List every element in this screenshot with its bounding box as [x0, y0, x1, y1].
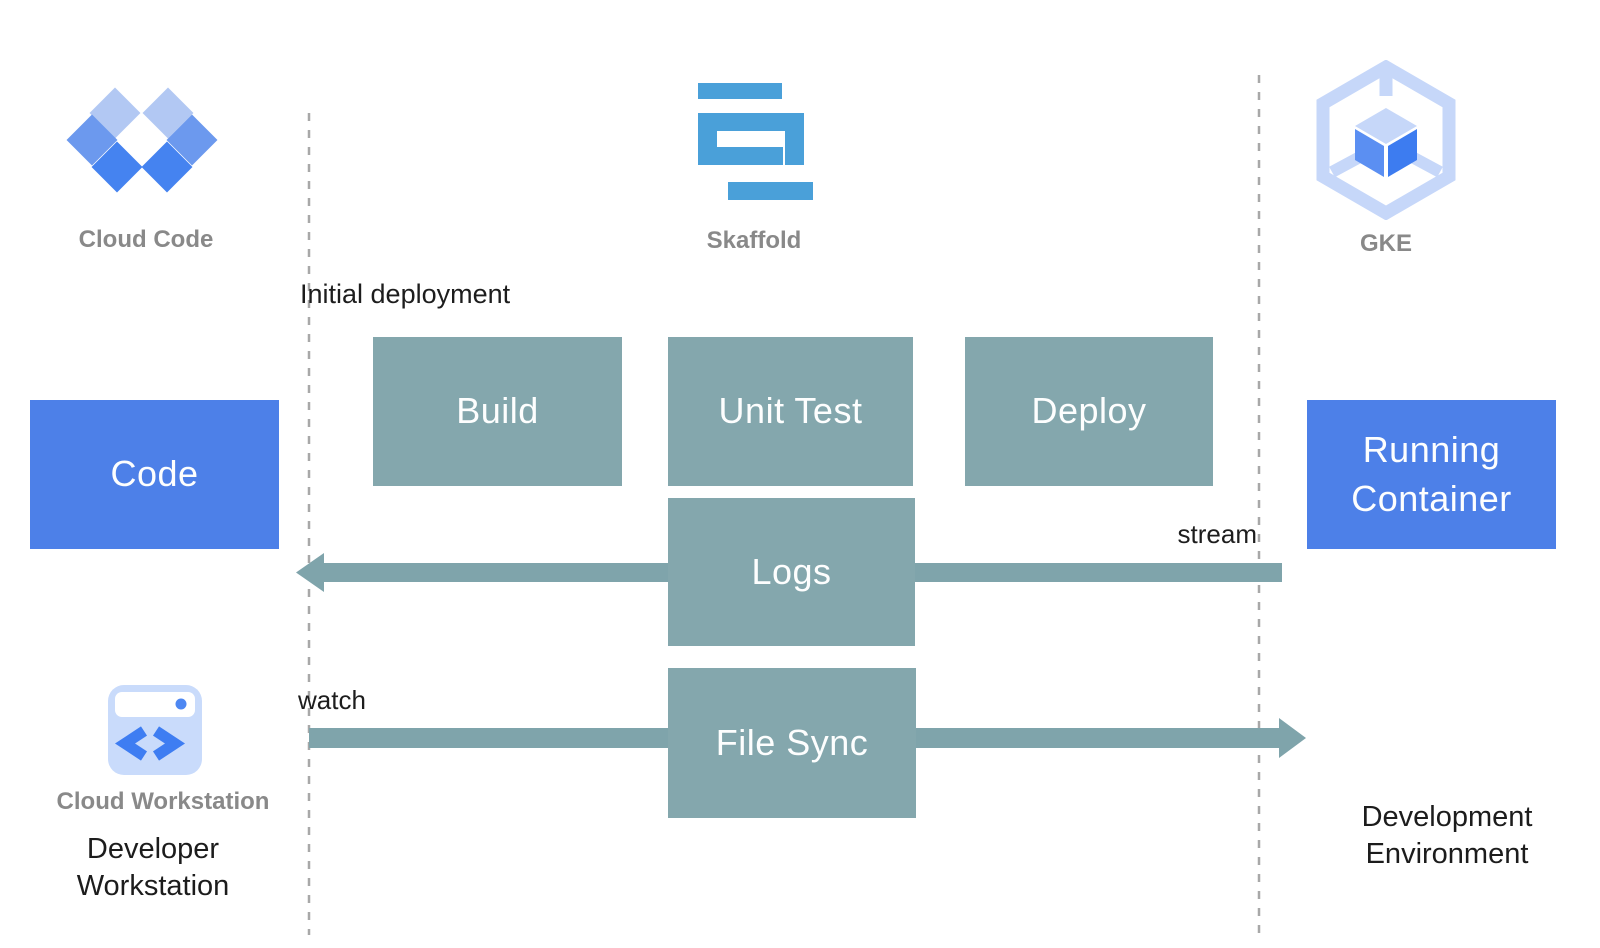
cloud-code-label: Cloud Code [78, 226, 214, 253]
code-node: Code [30, 400, 279, 549]
gke-label: GKE [1359, 230, 1412, 257]
developer-workstation-label: Developer Workstation [76, 833, 230, 903]
stream-label: stream [1177, 519, 1257, 549]
cloud-workstation-label: Cloud Workstation [56, 788, 270, 815]
unit-test-node: Unit Test [668, 337, 913, 486]
skaffold-label: Skaffold [706, 227, 802, 254]
gke-icon [1316, 60, 1456, 220]
cloud-code-icon [66, 87, 218, 193]
initial-deployment-label: Initial deployment [300, 279, 511, 309]
cloud-workstation-icon [108, 685, 202, 775]
file-sync-node: File Sync [668, 668, 916, 818]
development-environment-label: Development Environment [1361, 801, 1533, 871]
logs-node: Logs [668, 498, 915, 646]
running-container-node: Running Container [1307, 400, 1556, 549]
deploy-node: Deploy [965, 337, 1213, 486]
watch-label: watch [298, 685, 366, 715]
build-node: Build [373, 337, 622, 486]
skaffold-icon [698, 83, 813, 200]
